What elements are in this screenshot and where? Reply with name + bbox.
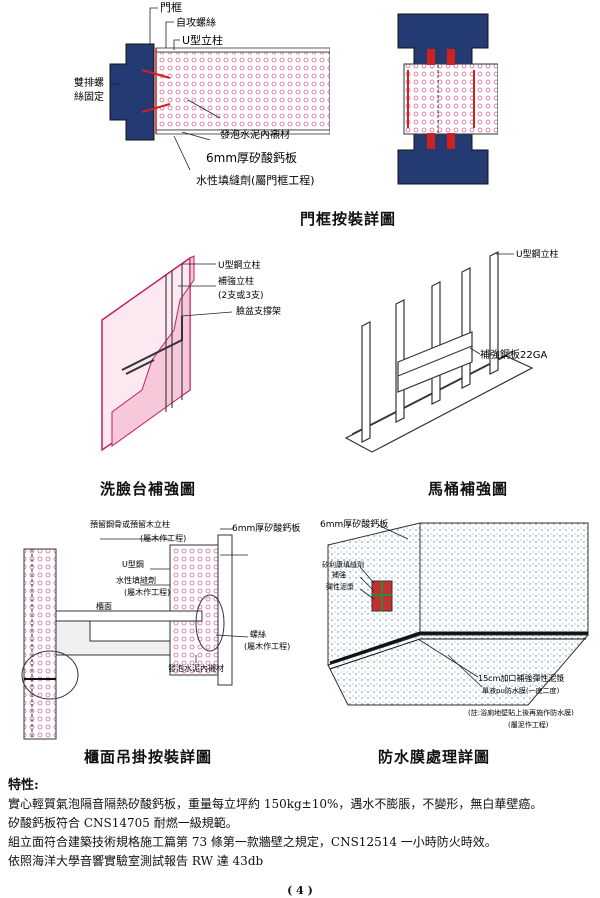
label-anchor-sub: (屬木作工程): [244, 641, 290, 651]
label-anchor: 螺絲: [250, 629, 266, 639]
door-frame-block-top: [397, 13, 489, 65]
label-double-screw: 雙排螺: [74, 76, 104, 89]
label-spec: (2支或3支): [218, 289, 263, 301]
wall-core-right: [169, 544, 219, 676]
label-caulk-c: 彈性泥漿: [326, 582, 354, 591]
label-reserved-wood: 預留鋼骨或預留木立柱: [90, 519, 170, 529]
door-frame-section-detail: 門框 自攻螺絲 U型立柱 雙排螺 絲固定 發泡水泥內襯材 6mm厚矽酸鈣板 水性…: [74, 1, 330, 187]
label-door-frame: 門框: [160, 1, 182, 14]
label-caulk-b: 補強: [332, 570, 346, 579]
inner-core: [403, 63, 498, 135]
door-frame-block-bottom: [397, 133, 489, 185]
detail-circle-2: [195, 594, 225, 652]
label-height-15cm: 15cm加口補強彈性泥漿: [478, 673, 564, 683]
notes-heading: 特性:: [8, 778, 39, 793]
caption-toilet: 馬桶補強圖: [428, 480, 509, 498]
label-u-stud: U型鋼立柱: [218, 259, 261, 271]
floor-track: [344, 355, 534, 453]
page-number: ( 4 ): [287, 884, 313, 897]
door-frame-plan-detail: [397, 13, 498, 185]
u-stud-1: [361, 321, 371, 443]
label-reinforce-stud: 補強立柱: [218, 275, 254, 287]
notes-line-2: 矽酸鈣板符合 CNS14705 耐燃一級規範。: [8, 816, 238, 830]
caption-door-frame: 門框按裝詳圖: [300, 210, 397, 228]
wall-core-left: [23, 548, 57, 740]
notes-line-3: 組立面符合建築技術規格施工篇第 73 條第一款牆壁之規定，CNS12514 一小…: [8, 835, 497, 849]
label-note: (註:浴廁地壁貼上後再施作防水膜): [468, 708, 574, 717]
notes-line-4: 依照海洋大學音響實驗室測試報告 RW 達 43db: [8, 854, 264, 868]
label-foam-core: 發泡水泥內襯材: [220, 128, 290, 141]
label-u-stud: U型立柱: [182, 33, 223, 47]
label-u-stud: U型鋼立柱: [516, 248, 559, 260]
label-support-frame: 臉盆支撐架: [236, 305, 281, 317]
u-stud-5: [489, 251, 499, 375]
washbasin-reinforcement-drawing: U型鋼立柱 補強立柱 (2支或3支) 臉盆支撐架: [101, 255, 281, 452]
board-face-top: [155, 47, 330, 53]
label-foam-core: 發泡水泥內襯材: [168, 663, 224, 673]
board-edge-right: [217, 534, 233, 686]
cabinet-top: [55, 610, 203, 622]
label-sealant: 水性填縫劑: [116, 575, 156, 585]
toilet-reinforcement-drawing: U型鋼立柱 補強鋼板22GA: [344, 248, 559, 453]
cabinet-body: [55, 620, 171, 656]
door-frame-block: [109, 43, 155, 141]
label-plate: 補強鋼板22GA: [480, 348, 547, 361]
u-stud-4: [461, 267, 471, 389]
caption-waterproof: 防水膜處理詳圖: [378, 748, 491, 766]
notes-line-1: 實心輕質氣泡隔音隔熱矽酸鈣板，重量每立坪約 150kg±10%，遇水不膨脹，不變…: [8, 797, 543, 811]
caption-cabinet: 櫃面吊掛按裝詳圖: [84, 748, 213, 766]
wall-back: [419, 522, 589, 636]
reinforcement-plate: [397, 331, 473, 393]
detail-circle: [21, 650, 79, 700]
caption-washbasin: 洗臉台補強圖: [100, 480, 197, 498]
label-board-6mm: 6mm厚矽酸鈣板: [206, 150, 297, 165]
label-self-tap-screw: 自攻螺絲: [176, 16, 216, 29]
label-note-sub: (屬泥作工程): [508, 720, 549, 729]
label-board-6mm: 6mm厚矽酸鈣板: [320, 518, 388, 530]
corner-sealant-line: [329, 631, 588, 665]
label-caulk-a: 矽利康填縫劑: [322, 560, 364, 569]
label-screw-fix: 絲固定: [74, 90, 104, 103]
floor: [327, 634, 590, 706]
cabinet-hanging-detail: 預留鋼骨或預留木立柱 (屬木作工程) U型鋼 6mm厚矽酸鈣板 水性填縫劑 (屬…: [21, 519, 300, 740]
label-reserved-wood-sub: (屬木作工程): [140, 533, 186, 543]
label-board-6mm: 6mm厚矽酸鈣板: [232, 522, 300, 534]
label-sealant: 水性填縫劑(屬門框工程): [196, 173, 315, 187]
label-pu-layer: 單液pu防水膜(一底二度): [482, 686, 560, 695]
label-cabinet: 櫃面: [96, 601, 112, 611]
foam-core-panel: [155, 51, 330, 131]
u-stud-3: [431, 281, 441, 405]
waterproof-membrane-detail: 6mm厚矽酸鈣板 矽利康填縫劑 補強 彈性泥漿 15cm加口補強彈性泥漿 單液p…: [320, 518, 590, 729]
features-notes: 特性: 實心輕質氣泡隔音隔熱矽酸鈣板，重量每立坪約 150kg±10%，遇水不膨…: [8, 776, 598, 871]
label-u-stud: U型鋼: [122, 559, 144, 569]
label-sealant-sub: (屬木作工程): [124, 587, 170, 597]
